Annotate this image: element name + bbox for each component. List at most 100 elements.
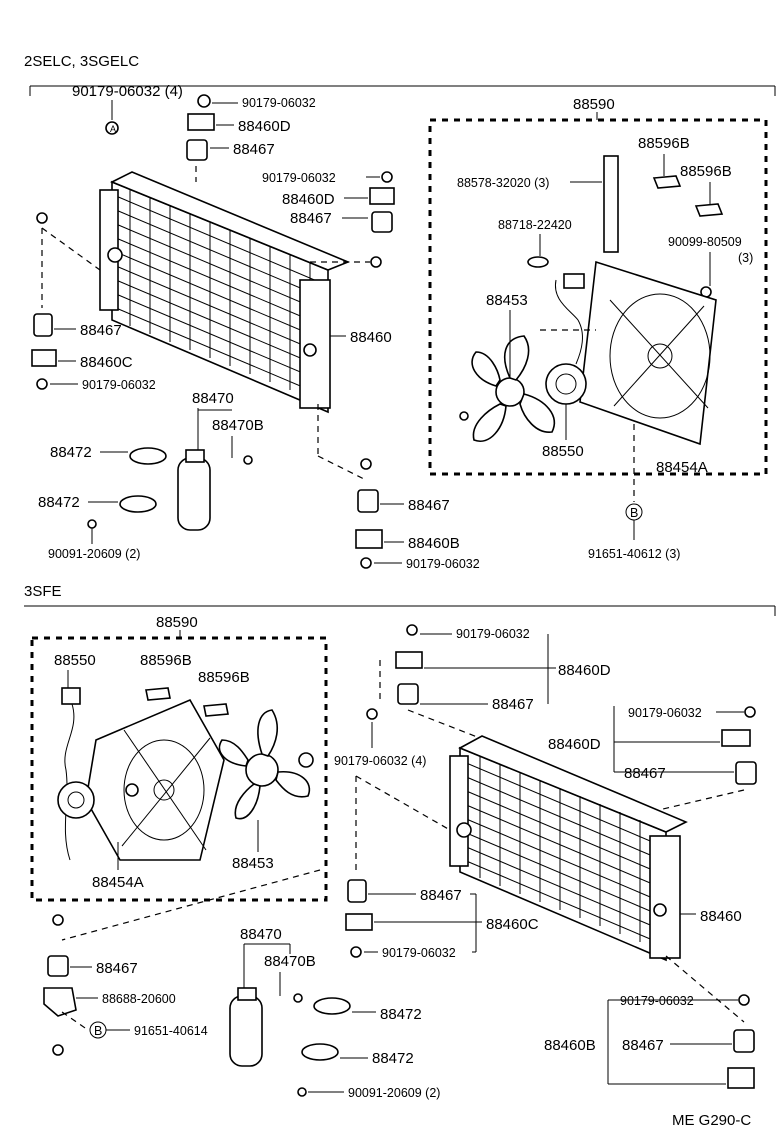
dash-lower-right [665,955,745,1023]
nut-icon [360,458,372,470]
receiver-dryer-icon [177,457,211,531]
nut-icon [381,171,393,183]
label-88460D-b: 88460D [282,191,335,208]
label-91651-40612-3: 91651-40612 (3) [588,547,680,561]
mark-b-top: B [630,506,638,520]
label-90091-20609-2-bottom: 90091-20609 (2) [348,1086,440,1100]
bracket-88460D-icon [721,729,751,747]
fan-blade-88453-icon [218,709,311,820]
label-88472-bottom-a: 88472 [380,1006,422,1023]
motor-connector [563,273,585,289]
label-88550-top: 88550 [542,443,584,460]
motor-wire [554,279,583,365]
label-88470-bottom: 88470 [240,926,282,943]
cushion-88467-icon [735,761,757,785]
seal-88596B-icon [652,175,682,189]
seal-88596B-icon [203,703,229,717]
label-88470B-bottom: 88470B [264,953,316,970]
radiator-right-tank [299,279,331,409]
label-91651-40614: 91651-40614 [134,1024,208,1038]
label-88596B-a: 88596B [638,135,690,152]
label-88453-bottom: 88453 [232,855,274,872]
label-88590-top: 88590 [573,96,615,113]
seal-88578-icon [603,155,619,253]
seal-88596B-icon [694,203,724,217]
shroud-strut-a [609,299,709,409]
label-90179-06032-b: 90179-06032 [262,171,336,185]
label-88467-bottom-a: 88467 [96,960,138,977]
shroud-strut-a [123,729,207,851]
receiver-cap [185,449,205,463]
radiator-outlet [653,903,667,917]
nut-icon [459,411,469,421]
dash-88688 [61,1011,89,1031]
nut-icon [366,708,378,720]
radiator-inlet [456,822,472,838]
label-90179-06032-c: 90179-06032 [82,378,156,392]
label-88460D-bottom-b: 88460D [548,736,601,753]
label-88454A-top: 88454A [656,459,708,476]
label-88460B: 88460B [408,535,460,552]
radiator-inlet [107,247,123,263]
label-88460D-bottom-a: 88460D [558,662,611,679]
cushion-88467-icon [371,211,393,233]
nut-icon [52,914,64,926]
radiator-fins [115,190,325,398]
clamp-88472-icon [129,447,167,465]
cushion-88467-icon [347,879,367,903]
shroud-strut-b [613,305,705,407]
label-90099-80509: 90099-80509 [668,235,742,249]
label-88467-bottom-b: 88467 [492,696,534,713]
section-header-bottom: 3SFE [24,583,62,600]
label-90179-06032-bottom-b: 90179-06032 [628,706,702,720]
clamp-88472-icon [119,495,157,513]
label-88467-bottom-c: 88467 [624,765,666,782]
shroud-ring [609,293,711,419]
dash-lower-fan [61,869,321,941]
label-88596B-b: 88596B [680,163,732,180]
label-88470B: 88470B [212,417,264,434]
section-header-top: 2SELC, 3SGELC [24,53,139,70]
oring-icon [243,455,253,465]
nut-icon [36,378,48,390]
label-88470: 88470 [192,390,234,407]
shroud-hub [153,779,175,801]
label-88472-a: 88472 [50,444,92,461]
label-88688-20600: 88688-20600 [102,992,176,1006]
cushion-88467-icon [47,955,69,977]
label-90091-20609-2: 90091-20609 (2) [48,547,140,561]
label-90179-06032-bottom-a: 90179-06032 [456,627,530,641]
bracket-88688-icon [43,987,77,1017]
label-88453-top: 88453 [486,292,528,309]
mark-b-bottom: B [94,1024,102,1038]
bracket-88460D-icon [369,187,395,205]
label-88460D-a: 88460D [238,118,291,135]
grommet-icon [527,256,549,268]
footer-code: ME G290-C [672,1112,751,1129]
label-88460: 88460 [350,329,392,346]
nut-icon [36,212,48,224]
cushion-88467-icon [733,1029,755,1053]
label-88596B-bottom-a: 88596B [140,652,192,669]
motor-hub [555,373,577,395]
label-88460B-bottom: 88460B [544,1037,596,1054]
bracket-88460D-icon [395,651,423,669]
radiator-right-tank [649,835,681,959]
seal-88596B-icon [145,687,171,701]
motor-nut-icon [125,783,139,797]
label-90179-06032-4-bottom: 90179-06032 (4) [334,754,426,768]
label-88467-b: 88467 [290,210,332,227]
label-88718-22420: 88718-22420 [498,218,572,232]
nut-icon [406,624,418,636]
cushion-88467-icon [33,313,53,337]
label-88550-bottom: 88550 [54,652,96,669]
dash-upper-c [649,789,745,813]
label-90179-06032-bottom-d: 90179-06032 [620,994,694,1008]
label-88472-bottom-b: 88472 [372,1050,414,1067]
shroud-strut-b [121,737,211,847]
label-88578-32020-3: 88578-32020 (3) [457,176,549,190]
mark-a: A [110,124,116,134]
nut-icon [105,121,119,135]
label-88467-a: 88467 [233,141,275,158]
